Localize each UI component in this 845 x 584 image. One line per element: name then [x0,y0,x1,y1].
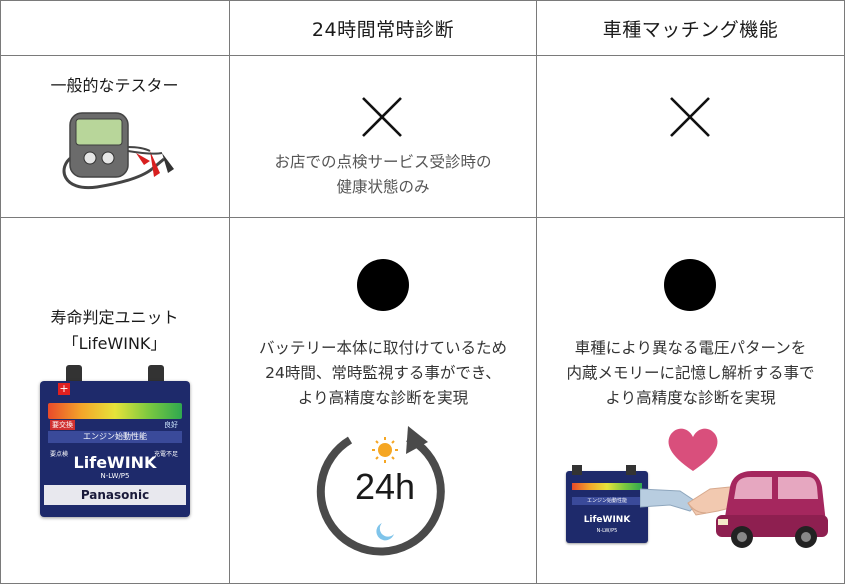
plus-terminal-icon: + [58,382,70,395]
device-model: N-LW/P5 [100,472,130,480]
tester-illustration [52,107,182,197]
led-label-replace: 要交換 [50,420,75,430]
grid-line [0,0,1,584]
header-24h-monitoring: 24時間常時診断 [311,19,455,41]
mini-device-model: N-LW/P5 [596,528,618,534]
filled-circle-icon [357,259,409,311]
clock-label: 24h [354,466,416,507]
cross-mark-icon [362,97,402,137]
engine-start-strip: エンジン始動性能 [48,431,182,443]
header-vehicle-matching: 車種マッチング機能 [602,19,779,41]
device-brand: LifeWINK [73,453,157,472]
row-label-general-tester: 一般的なテスター [50,76,179,95]
heart-icon [668,428,718,471]
sun-icon [372,437,398,463]
grid-line [0,217,845,218]
rotate-arrow-head [406,426,428,454]
lifewink-matching-description: 車種により異なる電圧パターンを 内蔵メモリーに記憶し解析する事で より高精度な診… [566,339,815,407]
led-label-good: 良好 [164,421,178,429]
mini-device-brand: LifeWINK [583,515,631,525]
mini-device: エンジン始動性能 LifeWINK N-LW/P5 [566,465,648,543]
grid-line [536,0,537,584]
cross-mark-icon [670,97,710,137]
lifewink-device-illustration: + 要交換 良好 エンジン始動性能 要点検 充電不足 LifeWINK N-LW… [40,365,190,517]
lifewink-24h-description: バッテリー本体に取付けているため 24時間、常時監視する事ができ、 より高精度な… [258,339,507,407]
moon-icon [376,523,394,541]
tag-undercharge: 充電不足 [153,451,178,458]
car-icon [716,471,828,548]
row-label-lifewink: 寿命判定ユニット 「LifeWINK」 [50,308,179,353]
clock-24h-illustration: 24h [310,420,460,560]
panasonic-label: Panasonic [44,485,186,505]
grid-line [0,0,845,1]
tester-24h-note: お店での点検サービス受診時の 健康状態のみ [274,153,492,196]
tag-inspect: 要点検 [50,451,69,458]
grid-line [229,0,230,584]
handshake-illustration: エンジン始動性能 LifeWINK N-LW/P5 [560,425,830,555]
grid-line [0,55,845,56]
led-gauge [48,403,182,419]
mini-device-strip: エンジン始動性能 [572,497,642,505]
filled-circle-icon [664,259,716,311]
